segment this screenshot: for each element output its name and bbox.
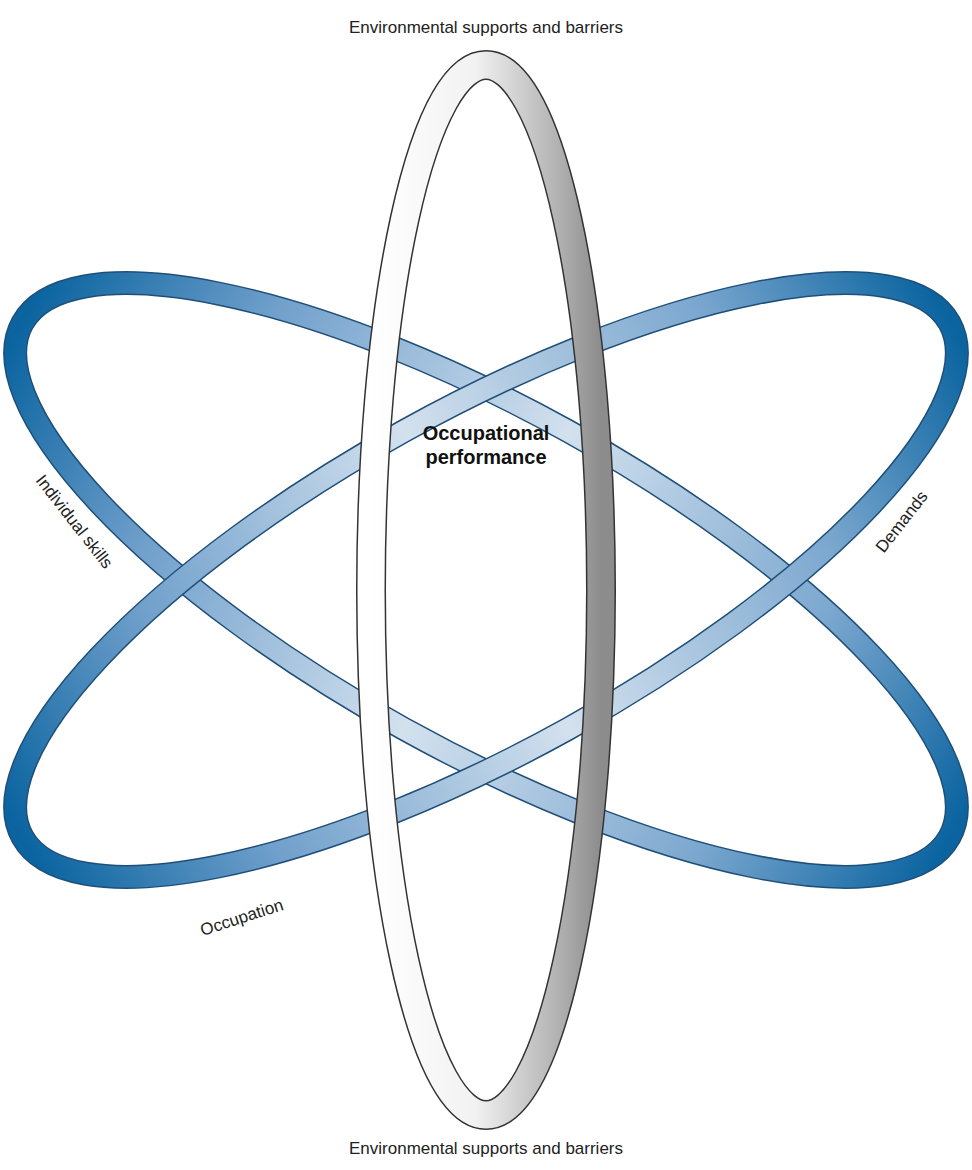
ribbon-label: Occupation <box>198 895 286 941</box>
blue-ribbon <box>0 174 972 985</box>
blue-ribbon <box>0 174 972 985</box>
ribbon-label: Environmental supports and barriers <box>349 18 623 38</box>
ribbon-edge <box>0 174 972 985</box>
grey-ribbon <box>371 65 601 1115</box>
center-title: Occupational performance <box>401 421 571 469</box>
ribbon-edge <box>0 174 972 985</box>
ribbon-label: Environmental supports and barriers <box>349 1139 623 1159</box>
ribbon-face <box>0 174 972 985</box>
ribbon-face <box>0 174 972 985</box>
ribbon-face <box>371 65 601 1115</box>
ribbon-edge <box>371 65 601 1115</box>
